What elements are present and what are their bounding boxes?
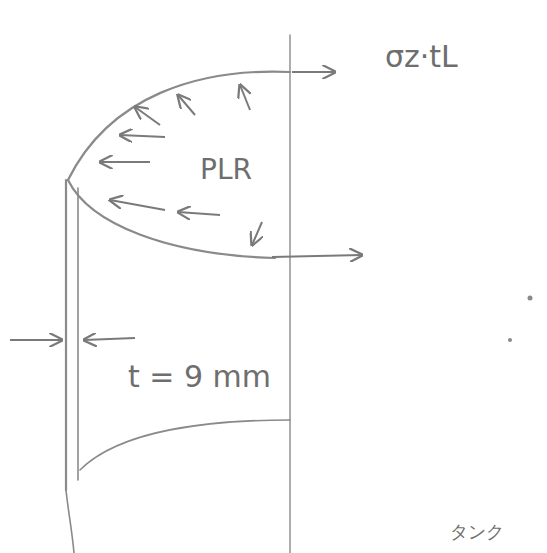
head-outline: [68, 180, 275, 258]
tank-label: タンク: [450, 522, 504, 542]
pencil-dot: [528, 296, 533, 301]
pencil-dot: [508, 338, 512, 342]
head-outline: [68, 72, 290, 180]
shell-wall: [66, 490, 74, 553]
pressure-label: PLR: [200, 155, 252, 186]
bottom-edge: [80, 420, 290, 470]
pressure-arrows: [10, 72, 362, 340]
shell-wall: [77, 188, 79, 480]
center-line: [289, 35, 290, 553]
shell-wall: [65, 180, 67, 490]
thickness-dimension: t = 9 mm: [128, 360, 271, 393]
stress-label: σz·tL: [385, 40, 458, 73]
